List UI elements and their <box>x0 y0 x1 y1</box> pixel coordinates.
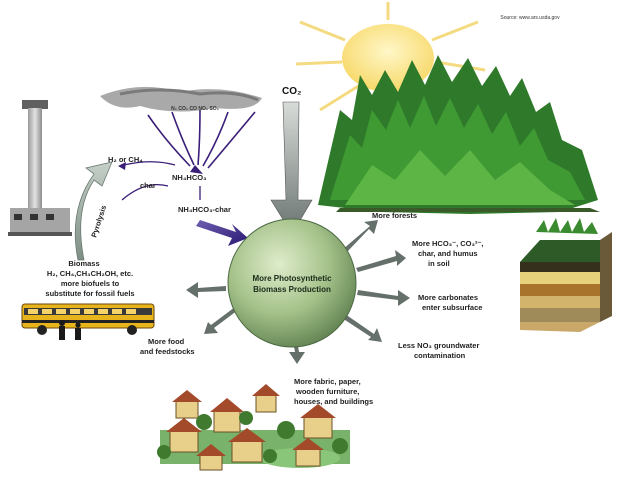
village-icon <box>157 384 350 471</box>
biomass-label-3: more biofuels to <box>61 279 120 288</box>
forests-label: More forests <box>372 211 417 220</box>
outcome-arrows <box>186 220 410 364</box>
photosynthesis-sphere <box>227 218 357 348</box>
food-label-1: More food <box>148 337 185 346</box>
smokestack-icon <box>8 86 262 236</box>
source-credit: Source: www.ars.usda.gov <box>500 15 560 21</box>
fabric-label-1: More fabric, paper, <box>294 377 361 386</box>
forest-icon <box>318 55 600 214</box>
nitrate-label-2: contamination <box>414 351 466 360</box>
nh-label: NH₄HCO₃ <box>172 173 207 182</box>
center-line2: Biomass Production <box>253 285 331 294</box>
arrow-forests <box>342 220 378 254</box>
co2-arrow <box>270 101 313 235</box>
arrow-carbonates <box>357 290 410 306</box>
carbonates-label-1: More carbonates <box>418 293 478 302</box>
gas-capture-arrows <box>147 109 256 169</box>
biomass-label-1: Biomass <box>68 259 99 268</box>
nh-char-label: NH₄HCO₃-char <box>178 205 231 214</box>
biomass-label-2: H₂, CH₄,CH₃CH₂OH, etc. <box>47 269 133 278</box>
arrow-biomass <box>186 282 226 298</box>
people-icon <box>59 320 81 340</box>
carbonates-label-2: enter subsurface <box>422 303 482 312</box>
pyrolysis-label: Pyrolysis <box>89 204 108 239</box>
fabric-label-3: houses, and buildings <box>294 397 373 406</box>
h2-arrowhead <box>118 162 126 170</box>
arrow-nitrate <box>342 314 382 342</box>
fabric-label-2: wooden furniture, <box>295 387 359 396</box>
arrow-food <box>204 307 238 334</box>
char-arrow <box>121 183 169 201</box>
soil-profile-icon <box>520 218 612 332</box>
nitrate-label-1: Less NO₃ groundwater <box>398 341 479 350</box>
h2-label: H₂ or CH₄ <box>108 155 143 164</box>
school-bus-icon <box>21 303 155 335</box>
arrow-soil <box>356 250 406 272</box>
soil-label-3: in soil <box>428 259 450 268</box>
food-label-2: and feedstocks <box>140 347 195 356</box>
co2-label: CO₂ <box>282 86 301 97</box>
char-to-biomass-arrow <box>196 220 248 246</box>
pyrolysis-arrow <box>74 161 113 261</box>
soil-label-1: More HCO₃⁻, CO₃²⁻, <box>412 239 484 248</box>
soil-label-2: char, and humus <box>418 249 478 258</box>
biomass-label-4: substitute for fossil fuels <box>45 289 134 298</box>
center-line1: More Photosynthetic <box>252 274 332 283</box>
gas-arrowhead <box>190 165 203 174</box>
gases-label: N₂ CO₂ CO NO₂ SO₂ <box>171 106 219 112</box>
char-label: char <box>140 181 156 190</box>
